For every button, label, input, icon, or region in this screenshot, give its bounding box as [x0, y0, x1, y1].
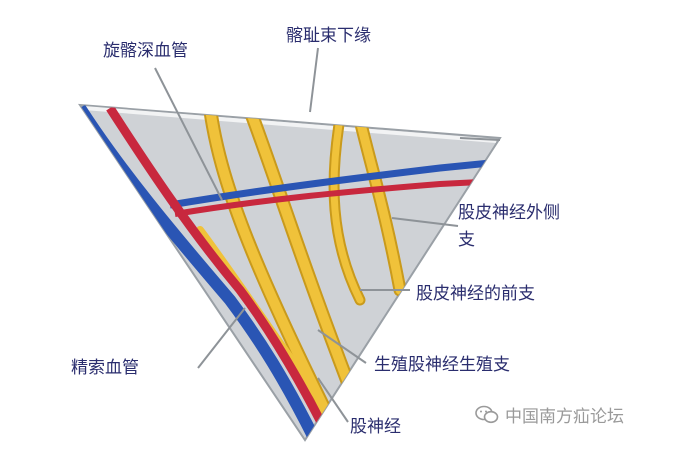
top-rim — [83, 106, 497, 143]
wechat-icon — [475, 405, 499, 423]
femoral-nerve — [205, 105, 345, 440]
label-genitofemoral-genital-branch: 生殖股神经生殖支 — [374, 355, 510, 375]
femoral-branch-nerve — [245, 105, 375, 440]
label-lateral-femoral-cutaneous-1: 股皮神经外侧 — [458, 203, 560, 223]
label-femoral-nerve: 股神经 — [350, 417, 401, 437]
label-iliopubic-tract-lower-edge: 髂耻束下缘 — [286, 26, 371, 46]
lateral-femoral-cutaneous-nerve — [355, 115, 405, 295]
circumflex-artery — [174, 177, 500, 217]
label-anterior-femoral-cutaneous: 股皮神经的前支 — [416, 284, 535, 304]
watermark: 中国南方疝论坛 — [475, 402, 624, 427]
label-spermatic-cord-vessels: 精索血管 — [71, 358, 139, 378]
spermatic-artery — [106, 105, 335, 440]
watermark-text: 中国南方疝论坛 — [505, 407, 624, 427]
label-circumflex-iliac-vessels: 旋髂深血管 — [103, 41, 188, 61]
anterior-femoral-cutaneous-nerve — [330, 114, 364, 304]
leader-lines — [154, 47, 501, 423]
circumflex-vein — [169, 156, 500, 209]
label-lateral-femoral-cutaneous-2: 支 — [458, 230, 475, 250]
